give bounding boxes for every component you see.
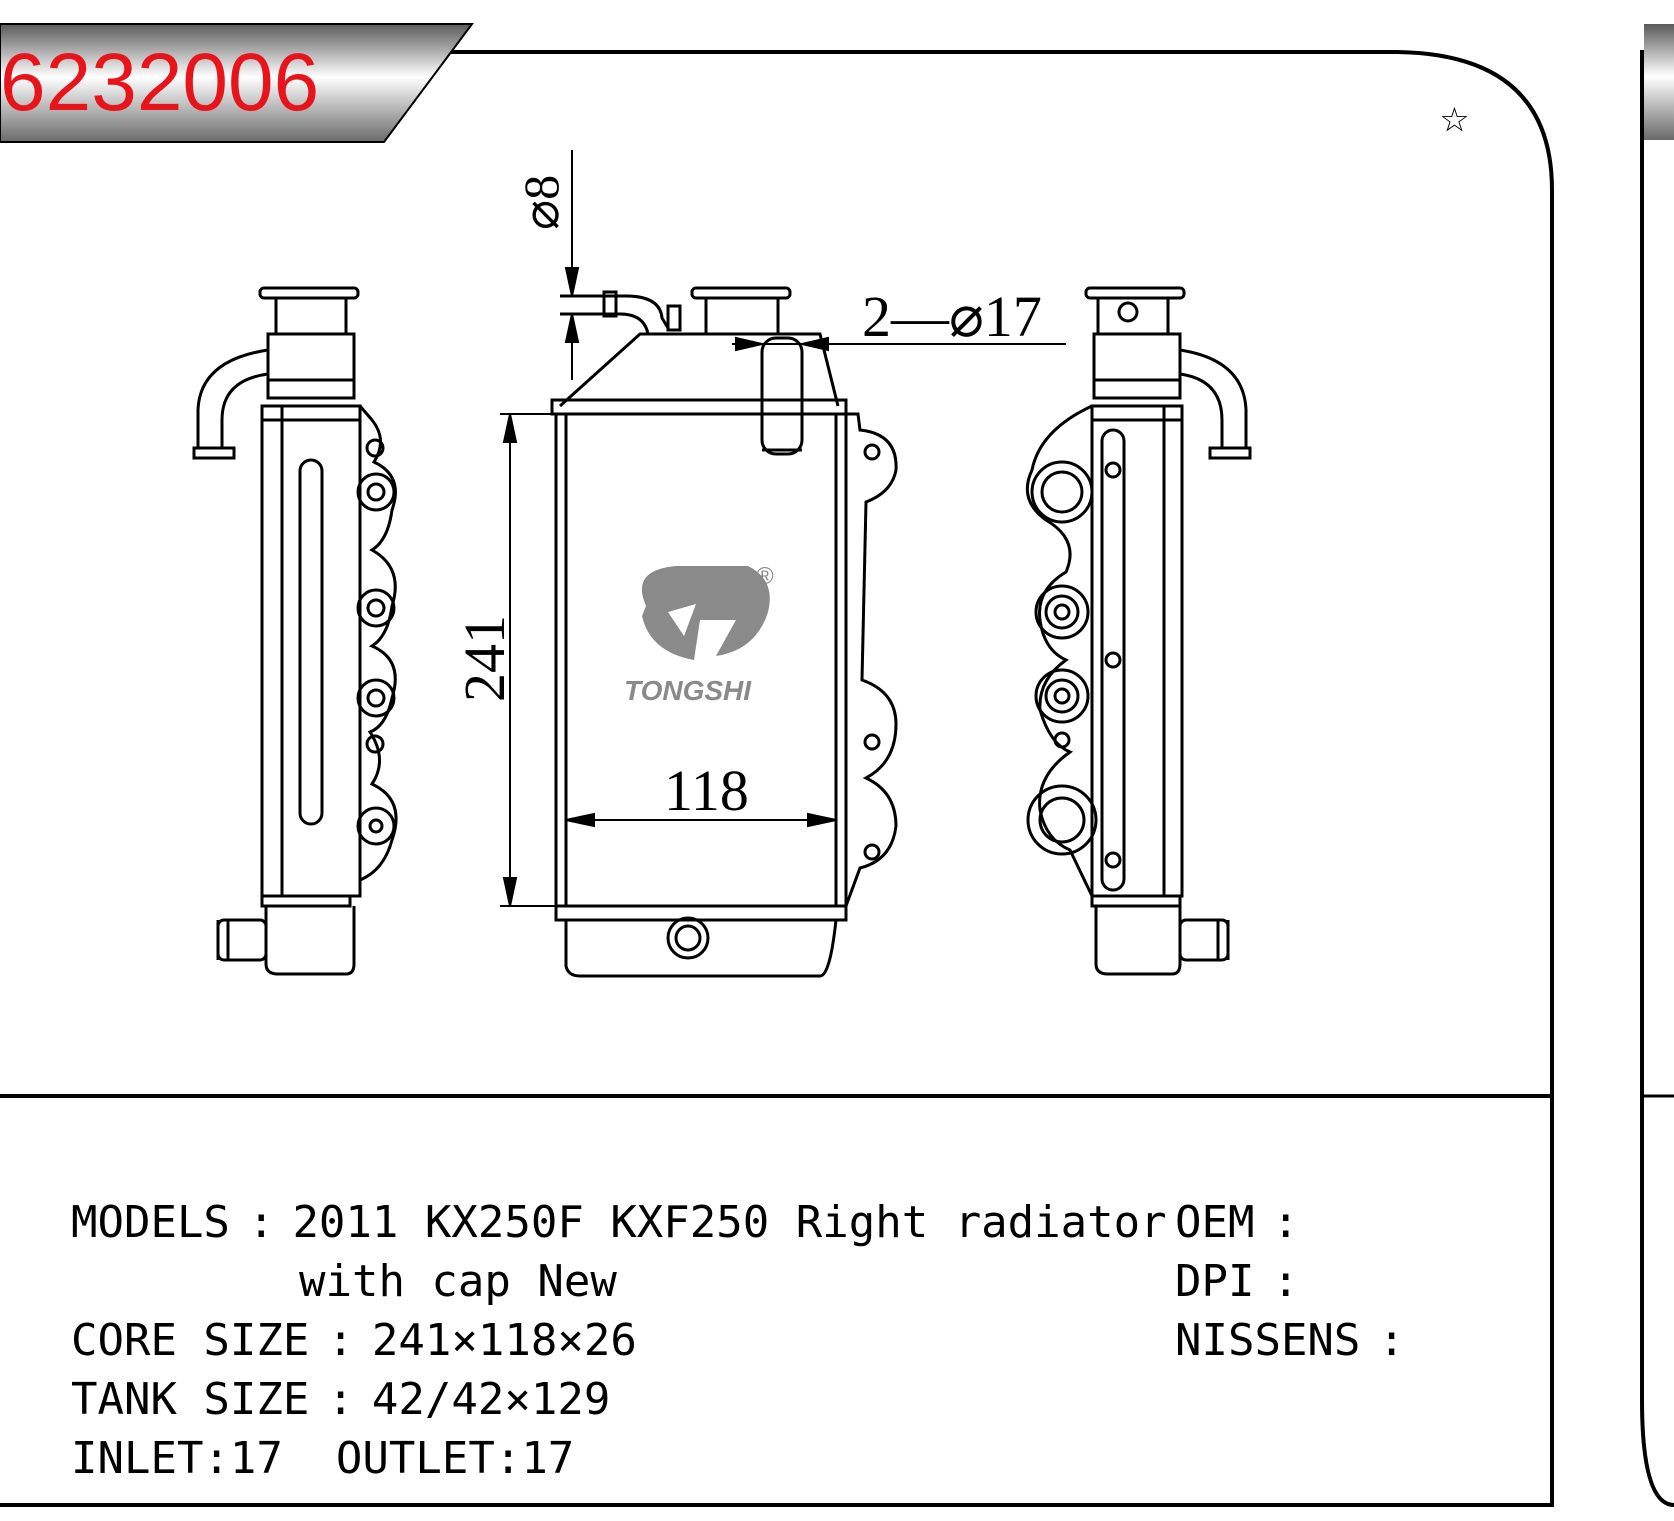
spec-dpi-row: DPI:	[1122, 1216, 1317, 1304]
tank-size-separator: :	[327, 1374, 354, 1425]
models-separator: :	[247, 1197, 275, 1248]
oem-label: OEM	[1174, 1197, 1255, 1248]
oem-separator: :	[1272, 1197, 1299, 1248]
spec-tank-size-row: TANK SIZE:42/42×129	[18, 1334, 610, 1422]
nissens-separator: :	[1378, 1315, 1405, 1366]
core-size-value: 241×118×26	[371, 1315, 637, 1366]
dpi-separator: :	[1272, 1256, 1299, 1307]
tank-size-value: 42/42×129	[371, 1374, 611, 1425]
sheet-border	[0, 50, 1554, 1507]
registered-mark: ®	[756, 563, 774, 590]
models-value-continued: with cap New	[298, 1256, 617, 1307]
front-view	[550, 286, 898, 978]
dimension-inlet-outlet: 2—⌀17	[862, 284, 1042, 349]
part-number: 6232006	[0, 37, 320, 128]
inlet-outlet-value: INLET:17 OUTLET:17	[70, 1433, 575, 1484]
right-side-view	[1025, 286, 1252, 976]
spec-core-size-row: CORE SIZE:241×118×26	[18, 1275, 637, 1363]
part-number-banner	[0, 23, 474, 143]
dpi-label: DPI	[1174, 1256, 1255, 1307]
nissens-label: NISSENS	[1174, 1315, 1361, 1366]
spec-models-row: MODELS:2011 KX250F KXF250 Right radiator	[18, 1157, 1167, 1245]
spec-models-row-2: with cap New	[246, 1216, 617, 1304]
star-outline-icon[interactable]: ☆	[1440, 88, 1469, 144]
adjacent-banner	[1644, 24, 1674, 140]
models-value: 2011 KX250F KXF250 Right radiator	[292, 1197, 1167, 1248]
dimension-pipe-diameter: ⌀8	[513, 175, 569, 230]
left-side-view	[192, 286, 398, 976]
core-size-separator: :	[327, 1315, 354, 1366]
spec-oem-row: OEM:	[1122, 1157, 1317, 1245]
core-size-label: CORE SIZE	[70, 1315, 310, 1366]
tank-size-label: TANK SIZE	[70, 1374, 310, 1425]
adjacent-sheet-border	[1640, 50, 1674, 1507]
spec-inlet-outlet-row: INLET:17 OUTLET:17	[18, 1393, 574, 1481]
logo-wordmark: TONGSHI	[624, 675, 752, 706]
spec-nissens-row: NISSENS:	[1122, 1275, 1423, 1363]
models-label: MODELS	[70, 1197, 230, 1248]
dimension-height: 241	[452, 615, 517, 702]
tongshi-logo	[641, 566, 770, 660]
dimension-width: 118	[664, 758, 749, 823]
dimension-lines	[500, 150, 1066, 907]
